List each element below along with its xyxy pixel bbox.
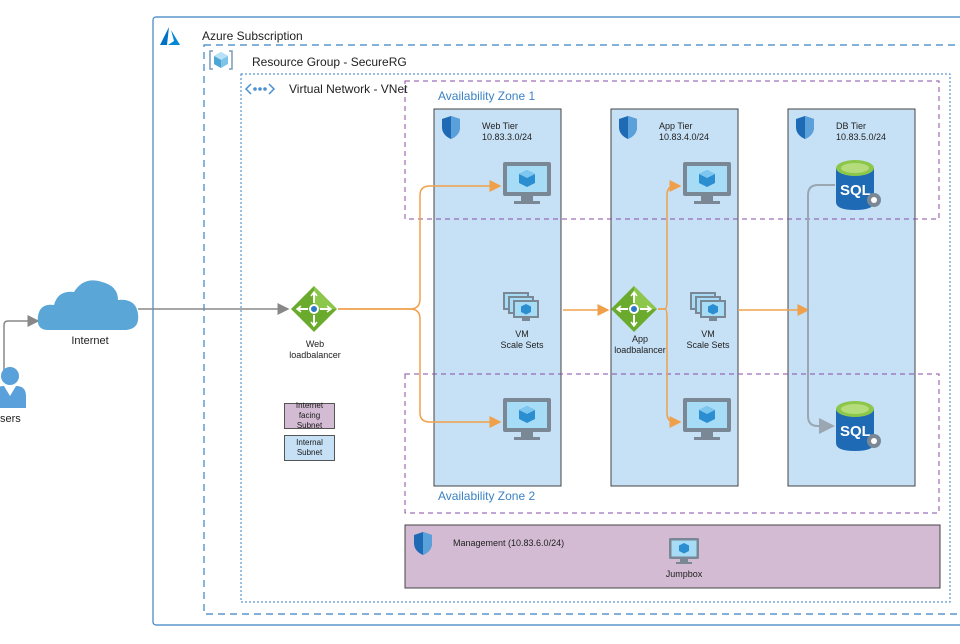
resource-group-container — [203, 44, 960, 615]
weblb-to-vm1-line — [338, 180, 502, 310]
users-label: sers — [0, 413, 21, 425]
web-vmss-line2: Scale Sets — [500, 340, 544, 350]
users-icon — [0, 367, 26, 408]
sql-db-zone2-label: SQL — [840, 423, 871, 440]
app-loadbalancer-label: App loadbalancer — [612, 334, 668, 356]
app-loadbalancer-icon — [611, 286, 657, 332]
subscription-label: Azure Subscription — [202, 29, 303, 43]
app-tier-title: App Tier 10.83.4.0/24 — [659, 121, 709, 143]
management-shield-icon — [414, 532, 432, 555]
db-replication-line — [807, 184, 835, 434]
web-vm-zone1-icon — [503, 162, 551, 204]
applb-to-vm1-line — [658, 180, 682, 310]
db-tier-cidr: 10.83.5.0/24 — [836, 132, 887, 142]
web-vm-zone2-icon — [503, 398, 551, 440]
web-tier-cidr: 10.83.3.0/24 — [482, 132, 533, 142]
db-tier-shield-icon — [796, 116, 814, 139]
subscription-container — [152, 16, 960, 626]
app-loadbalancer-line1: App — [631, 334, 648, 344]
internet-cloud-icon — [37, 280, 139, 330]
zone1-label: Availability Zone 1 — [438, 89, 536, 103]
web-loadbalancer-icon — [291, 286, 337, 332]
sql-db-zone2-icon: SQL — [836, 401, 881, 451]
app-tier-shield-icon — [619, 116, 637, 139]
legend-internet-facing-line1: Internet facing — [295, 401, 324, 420]
vnet-icon — [244, 83, 276, 95]
vnet-container — [240, 73, 951, 603]
app-vmss-line1: VM — [701, 329, 715, 339]
legend-internal-line1: Internal — [296, 438, 323, 447]
app-tier-name: App Tier — [659, 121, 693, 131]
vnet-label: Virtual Network - VNet — [289, 82, 408, 96]
availability-zone-1 — [404, 80, 940, 220]
users-to-internet-line — [3, 315, 40, 370]
app-tier-cidr: 10.83.4.0/24 — [659, 132, 710, 142]
app-vmss-line2: Scale Sets — [686, 340, 730, 350]
web-loadbalancer-line2: loadbalancer — [289, 350, 341, 360]
web-vmss-line1: VM — [515, 329, 529, 339]
legend-internet-facing-subnet: Internet facing Subnet — [284, 401, 335, 430]
app-loadbalancer-line2: loadbalancer — [614, 345, 666, 355]
web-tier-shield-icon — [442, 116, 460, 139]
app-vmss-icon — [690, 292, 726, 321]
legend-internal-subnet: Internal Subnet — [284, 435, 335, 461]
jumpbox-label: Jumpbox — [665, 569, 703, 579]
web-vmss-label: VM Scale Sets — [494, 329, 550, 351]
legend-internal-line2: Subnet — [296, 448, 323, 457]
sql-db-zone1-label: SQL — [840, 182, 871, 199]
legend-internet-facing-line2: Subnet — [296, 421, 323, 430]
applb-to-vm2-line — [658, 308, 682, 428]
availability-zone-2 — [404, 373, 940, 514]
azure-logo-icon — [160, 27, 180, 45]
db-tier-title: DB Tier 10.83.5.0/24 — [836, 121, 886, 143]
zone2-label: Availability Zone 2 — [438, 489, 536, 503]
db-tier-name: DB Tier — [836, 121, 867, 131]
jumpbox-vm-icon — [669, 538, 699, 564]
web-loadbalancer-line1: Web — [305, 339, 325, 349]
sql-db-zone1-icon: SQL — [836, 160, 881, 210]
app-vm-zone2-icon — [683, 398, 731, 440]
web-loadbalancer-label: Web loadbalancer — [289, 339, 341, 361]
web-tier-name: Web Tier — [482, 121, 518, 131]
internet-label: Internet — [71, 335, 109, 347]
web-tier-title: Web Tier 10.83.3.0/24 — [482, 121, 532, 143]
app-vmss-label: VM Scale Sets — [680, 329, 736, 351]
app-vm-zone1-icon — [683, 162, 731, 204]
resource-group-label: Resource Group - SecureRG — [252, 55, 407, 69]
management-label: Management (10.83.6.0/24) — [453, 538, 565, 548]
resource-group-icon — [209, 50, 233, 70]
web-vmss-icon — [503, 292, 539, 321]
weblb-to-vm2-line — [338, 308, 502, 428]
